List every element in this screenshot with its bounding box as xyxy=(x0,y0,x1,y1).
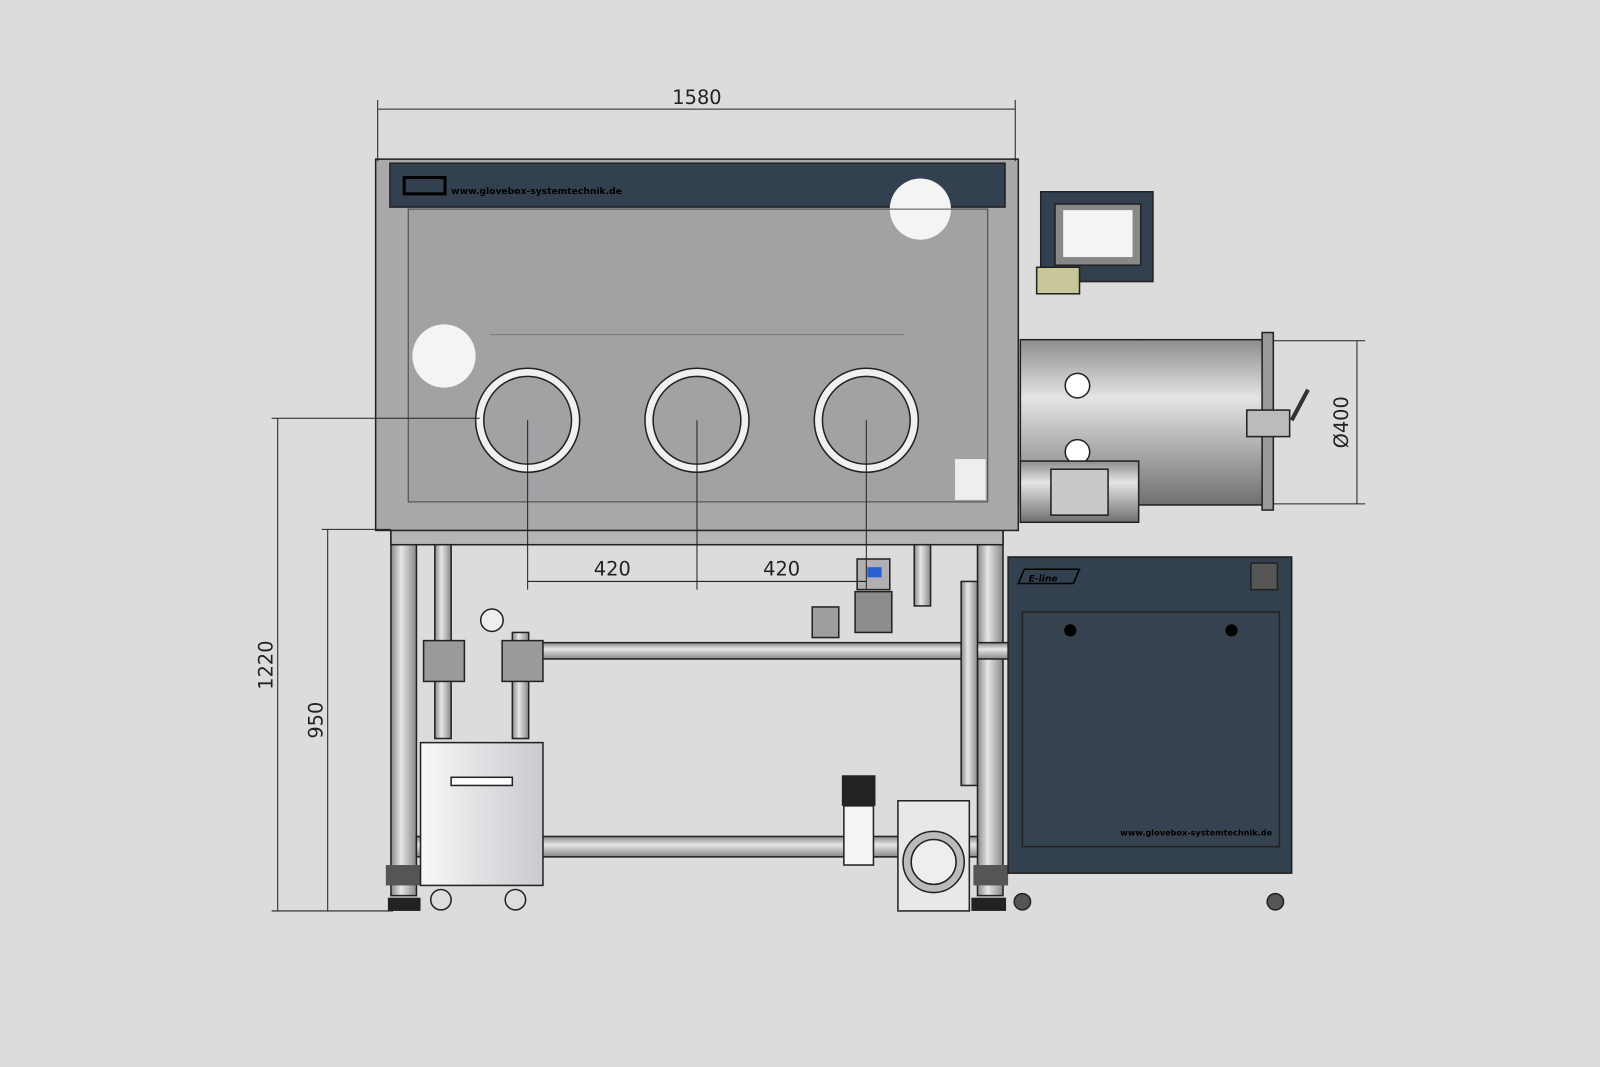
purifier-badge: E-line xyxy=(1028,573,1057,584)
collection-container xyxy=(419,741,544,911)
gas-purifier-cabinet xyxy=(1007,556,1293,911)
dimension-lines xyxy=(271,99,1366,912)
dim-port-spacing-left: 420 xyxy=(594,557,631,580)
dim-port-spacing-right: 420 xyxy=(763,557,800,580)
mini-antechamber xyxy=(1019,460,1140,524)
dim-overall-height: 1220 xyxy=(255,640,278,689)
header-url: www.glovebox-systemtechnik.de xyxy=(451,186,622,197)
dim-working-height: 950 xyxy=(305,702,328,739)
dim-antechamber-diameter: Ø400 xyxy=(1330,396,1353,448)
purifier-url: www.glovebox-systemtechnik.de xyxy=(1120,827,1272,837)
gas-piping xyxy=(422,543,1011,787)
dim-overall-width: 1580 xyxy=(672,86,721,109)
control-panel xyxy=(1035,191,1154,295)
vacuum-pump xyxy=(897,799,971,912)
filter xyxy=(841,775,876,866)
